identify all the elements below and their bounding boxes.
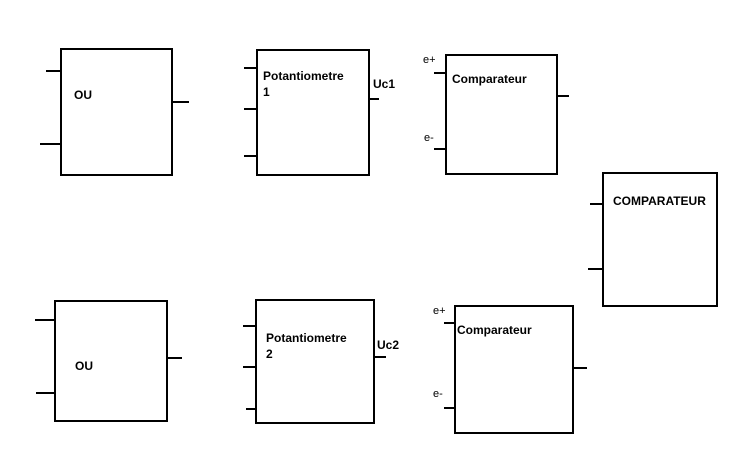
comparator-main-input-1 <box>590 203 603 205</box>
comparator-top-e-minus-label: e- <box>424 132 434 144</box>
comparator-top-e-plus-label: e+ <box>423 54 436 66</box>
or-block-bottom-input-1 <box>35 319 55 321</box>
potentiometer-2-input-2 <box>243 366 256 368</box>
comparator-bottom-e-plus-pin <box>444 322 455 324</box>
potentiometer-1-output <box>369 98 379 100</box>
comparator-bottom-e-minus-pin <box>444 407 455 409</box>
or-block-bottom-label: OU <box>75 359 93 373</box>
comparator-top-e-minus-pin <box>434 148 446 150</box>
or-block-top-input-1 <box>46 70 61 72</box>
comparator-bottom-e-plus-label: e+ <box>433 305 446 317</box>
potentiometer-2-label: Potantiometre <box>266 331 347 345</box>
comparator-bottom-block <box>454 305 574 434</box>
uc1-signal-label: Uc1 <box>373 77 396 91</box>
potentiometer-1-number: 1 <box>263 85 270 99</box>
comparator-top-label: Comparateur <box>452 72 527 86</box>
potentiometer-1-input-2 <box>244 108 257 110</box>
potentiometer-2-input-3 <box>246 408 256 410</box>
comparator-bottom-label: Comparateur <box>457 323 532 337</box>
potentiometer-2-output <box>374 356 386 358</box>
or-block-top-label: OU <box>74 88 92 102</box>
potentiometer-1-input-1 <box>244 67 257 69</box>
potentiometer-2-block <box>255 299 375 424</box>
potentiometer-1-label: Potantiometre <box>263 69 344 83</box>
potentiometer-2-input-1 <box>243 325 256 327</box>
comparator-top-e-plus-pin <box>434 72 446 74</box>
potentiometer-1-block <box>256 49 370 176</box>
or-block-top-input-2 <box>40 143 61 145</box>
or-block-bottom-output <box>167 357 182 359</box>
comparator-bottom-e-minus-label: e- <box>433 388 443 400</box>
comparator-top-block <box>445 54 558 175</box>
comparator-bottom-output <box>573 367 587 369</box>
or-block-top-output <box>172 101 189 103</box>
comparator-top-output <box>557 95 569 97</box>
uc2-signal-label: Uc2 <box>377 338 400 352</box>
potentiometer-2-number: 2 <box>266 347 273 361</box>
or-block-top <box>60 48 173 176</box>
or-block-bottom <box>54 300 168 422</box>
or-block-bottom-input-2 <box>36 392 55 394</box>
comparator-main-block <box>602 172 718 307</box>
comparator-main-label: COMPARATEUR <box>613 194 706 208</box>
potentiometer-1-input-3 <box>244 155 257 157</box>
comparator-main-input-2 <box>588 268 603 270</box>
